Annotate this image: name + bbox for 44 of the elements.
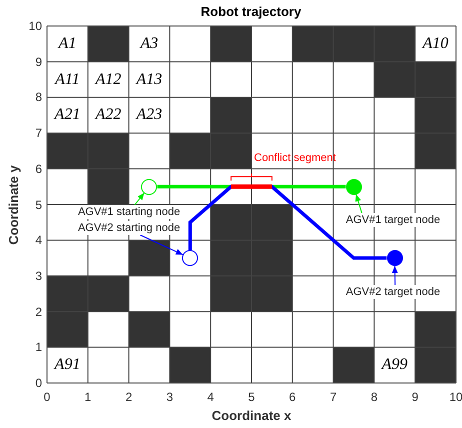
tick-label: 5 — [247, 389, 256, 405]
tick-label: 9 — [410, 389, 420, 405]
leader-arrow — [392, 266, 398, 286]
leader-arrow — [140, 234, 184, 256]
tick-label: 2 — [124, 389, 134, 405]
cell-label: A12 — [94, 70, 122, 90]
tick-label: 10 — [28, 18, 42, 34]
tick-label: 4 — [206, 389, 215, 405]
tick-label: 0 — [42, 389, 52, 405]
tick-label: 6 — [288, 389, 297, 405]
tick-label: 2 — [34, 304, 42, 320]
callout-text: AGV#1 target node — [346, 213, 440, 227]
cell-label: A23 — [134, 105, 164, 126]
cell-label: A99 — [380, 355, 409, 376]
callout-text: AGV#1 starting node — [78, 205, 180, 219]
tick-label: 8 — [34, 89, 42, 106]
cell-label: A1 — [56, 34, 78, 54]
chart-title: Robot trajectory — [200, 4, 302, 20]
callout-text: AGV#2 starting node — [78, 221, 180, 235]
cell-label: A13 — [134, 70, 164, 90]
tick-label: 3 — [165, 389, 174, 405]
callout-text: AGV#2 target node — [346, 285, 440, 299]
tick-label: 6 — [34, 160, 42, 177]
leader-arrow — [134, 192, 145, 206]
axis-title: Coordinate y — [6, 164, 22, 247]
tick-label: 3 — [34, 268, 42, 284]
cell-label: A21 — [52, 105, 82, 126]
tick-label: 1 — [34, 339, 42, 356]
tick-label: 9 — [34, 54, 42, 70]
tick-label: 8 — [370, 389, 379, 405]
tick-label: 5 — [34, 196, 42, 212]
leader-arrow — [355, 194, 362, 214]
tick-label: 1 — [84, 389, 92, 405]
tick-label: 4 — [34, 232, 42, 248]
tick-label: 0 — [34, 375, 42, 391]
cell-label: A10 — [420, 34, 450, 54]
cell-label: A22 — [94, 105, 122, 126]
axis-title: Coordinate x — [210, 408, 292, 424]
cell-label: A11 — [53, 70, 81, 90]
tick-label: 7 — [34, 125, 42, 142]
tick-label: 10 — [448, 389, 462, 405]
tick-label: 7 — [328, 389, 338, 405]
cell-label: A91 — [52, 355, 82, 376]
cell-label: A3 — [138, 34, 160, 54]
